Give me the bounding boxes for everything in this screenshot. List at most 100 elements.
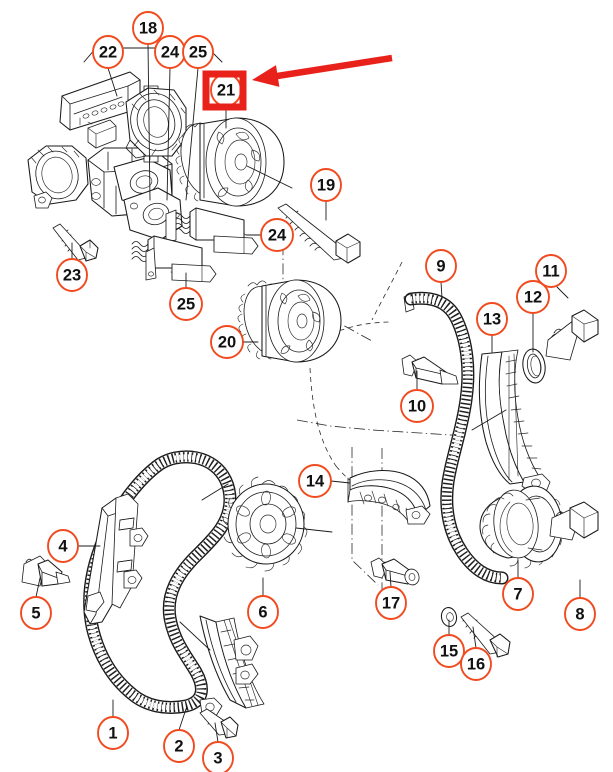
- callout-leader-3: [214, 722, 219, 743]
- callout-ring-24[interactable]: [260, 218, 294, 252]
- callout-ring-11[interactable]: [535, 254, 567, 288]
- callout-ring-7[interactable]: [502, 577, 534, 611]
- callout-9[interactable]: 9: [425, 249, 457, 299]
- callout-number-2: 2: [174, 738, 183, 756]
- callout-number-1: 1: [108, 725, 117, 743]
- callout-25[interactable]: 25: [169, 272, 203, 321]
- part-8-bolt: [549, 501, 599, 541]
- callout-ring-23[interactable]: [56, 258, 88, 292]
- callout-14[interactable]: 14: [298, 464, 351, 498]
- callout-number-21: 21: [217, 82, 235, 100]
- part-10-guide-pin: [401, 354, 459, 385]
- callout-leader-14: [330, 480, 351, 484]
- callout-ring-3[interactable]: [202, 741, 234, 772]
- part-24-solenoid-valve: [165, 207, 259, 255]
- callout-24[interactable]: 24: [154, 35, 186, 201]
- callout-leader-9: [440, 281, 443, 299]
- callout-number-4: 4: [58, 538, 68, 556]
- callout-12[interactable]: 12: [516, 280, 550, 353]
- callout-7[interactable]: 7: [502, 559, 534, 611]
- callout-20[interactable]: 20: [210, 325, 259, 359]
- callout-ring-9[interactable]: [425, 249, 457, 283]
- callout-ring-15[interactable]: [433, 634, 465, 668]
- callout-ring-4[interactable]: [47, 529, 79, 563]
- callout-17[interactable]: 17: [375, 571, 407, 620]
- callout-number-16: 16: [467, 656, 485, 674]
- callout-23[interactable]: 23: [56, 242, 88, 292]
- callout-number-15: 15: [440, 643, 458, 661]
- part-15-washer: [440, 607, 458, 627]
- callout-24[interactable]: 24: [245, 218, 294, 252]
- callout-ring-13[interactable]: [476, 302, 508, 336]
- callout-5[interactable]: 5: [20, 577, 52, 630]
- callout-15[interactable]: 15: [433, 619, 465, 668]
- callout-10[interactable]: 10: [400, 370, 434, 423]
- callout-leader-11: [556, 286, 569, 299]
- callout-6[interactable]: 6: [247, 577, 279, 629]
- highlight-arrow-shaft: [271, 54, 393, 81]
- callout-leader-25: [185, 67, 199, 201]
- callout-16[interactable]: 16: [460, 626, 492, 681]
- callout-ring-25[interactable]: [169, 287, 203, 321]
- part-11-tensioner-bolt: [545, 309, 599, 361]
- callout-25[interactable]: 25: [182, 35, 214, 201]
- callout-13[interactable]: 13: [476, 302, 508, 353]
- callout-8[interactable]: 8: [564, 579, 596, 631]
- callout-ring-8[interactable]: [564, 597, 596, 631]
- callout-number-18: 18: [139, 20, 157, 38]
- callout-ring-14[interactable]: [298, 464, 332, 498]
- callout-19[interactable]: 19: [310, 168, 342, 221]
- callout-ring-25[interactable]: [182, 35, 214, 69]
- callout-ring-22[interactable]: [92, 35, 124, 69]
- highlight-arrow-head: [252, 65, 280, 87]
- highlight-box-callout-21: [202, 70, 247, 111]
- callout-leader-18: [147, 43, 151, 201]
- callout-18[interactable]: 18: [132, 11, 164, 201]
- part-21-camshaft-adjuster-upper: [175, 117, 293, 207]
- callout-4[interactable]: 4: [47, 529, 101, 563]
- callout-21[interactable]: 21: [210, 73, 242, 129]
- part-14-chain-guide: [347, 469, 431, 525]
- callout-number-14: 14: [306, 473, 325, 491]
- callout-ring-20[interactable]: [210, 325, 244, 359]
- callout-ring-18[interactable]: [132, 11, 164, 45]
- callout-ring-19[interactable]: [310, 168, 342, 202]
- callout-2[interactable]: 2: [163, 705, 195, 763]
- callout-number-6: 6: [258, 604, 267, 622]
- part-3-bolt: [199, 708, 239, 739]
- callout-number-12: 12: [524, 289, 542, 307]
- callout-number-17: 17: [382, 595, 400, 613]
- callout-ring-16[interactable]: [460, 647, 492, 681]
- part-2-tensioner-rail: [179, 615, 265, 717]
- callout-ring-5[interactable]: [20, 596, 52, 630]
- callout-1[interactable]: 1: [97, 699, 129, 750]
- callout-11[interactable]: 11: [535, 254, 569, 299]
- callout-ring-6[interactable]: [247, 595, 279, 629]
- callout-number-23: 23: [63, 267, 81, 285]
- callout-ring-1[interactable]: [97, 716, 129, 750]
- callout-number-22: 22: [99, 44, 117, 62]
- callout-number-7: 7: [513, 586, 522, 604]
- callout-3[interactable]: 3: [202, 722, 234, 772]
- callout-ring-12[interactable]: [516, 280, 550, 314]
- part-16-bolt: [460, 612, 511, 658]
- callout-ring-17[interactable]: [375, 586, 407, 620]
- part-6-intermediate-sprocket: [222, 476, 333, 572]
- callout-leader-16: [472, 626, 477, 649]
- callout-ring-2[interactable]: [163, 729, 195, 763]
- part-19-bolt: [277, 203, 361, 264]
- callout-ring-10[interactable]: [400, 389, 434, 423]
- callout-leader-24: [166, 67, 171, 201]
- part-12-washer: [522, 348, 546, 384]
- callout-leader-17: [389, 571, 392, 588]
- callout-number-20: 20: [218, 334, 236, 352]
- part-22-upper-guide-rail: [59, 71, 141, 149]
- callout-leader-22: [107, 67, 118, 97]
- callout-number-8: 8: [575, 606, 584, 624]
- part-4-chain-guide-rail: [83, 493, 149, 625]
- callout-22[interactable]: 22: [92, 35, 124, 97]
- top-bracket: [83, 47, 223, 63]
- callout-number-5: 5: [31, 605, 40, 623]
